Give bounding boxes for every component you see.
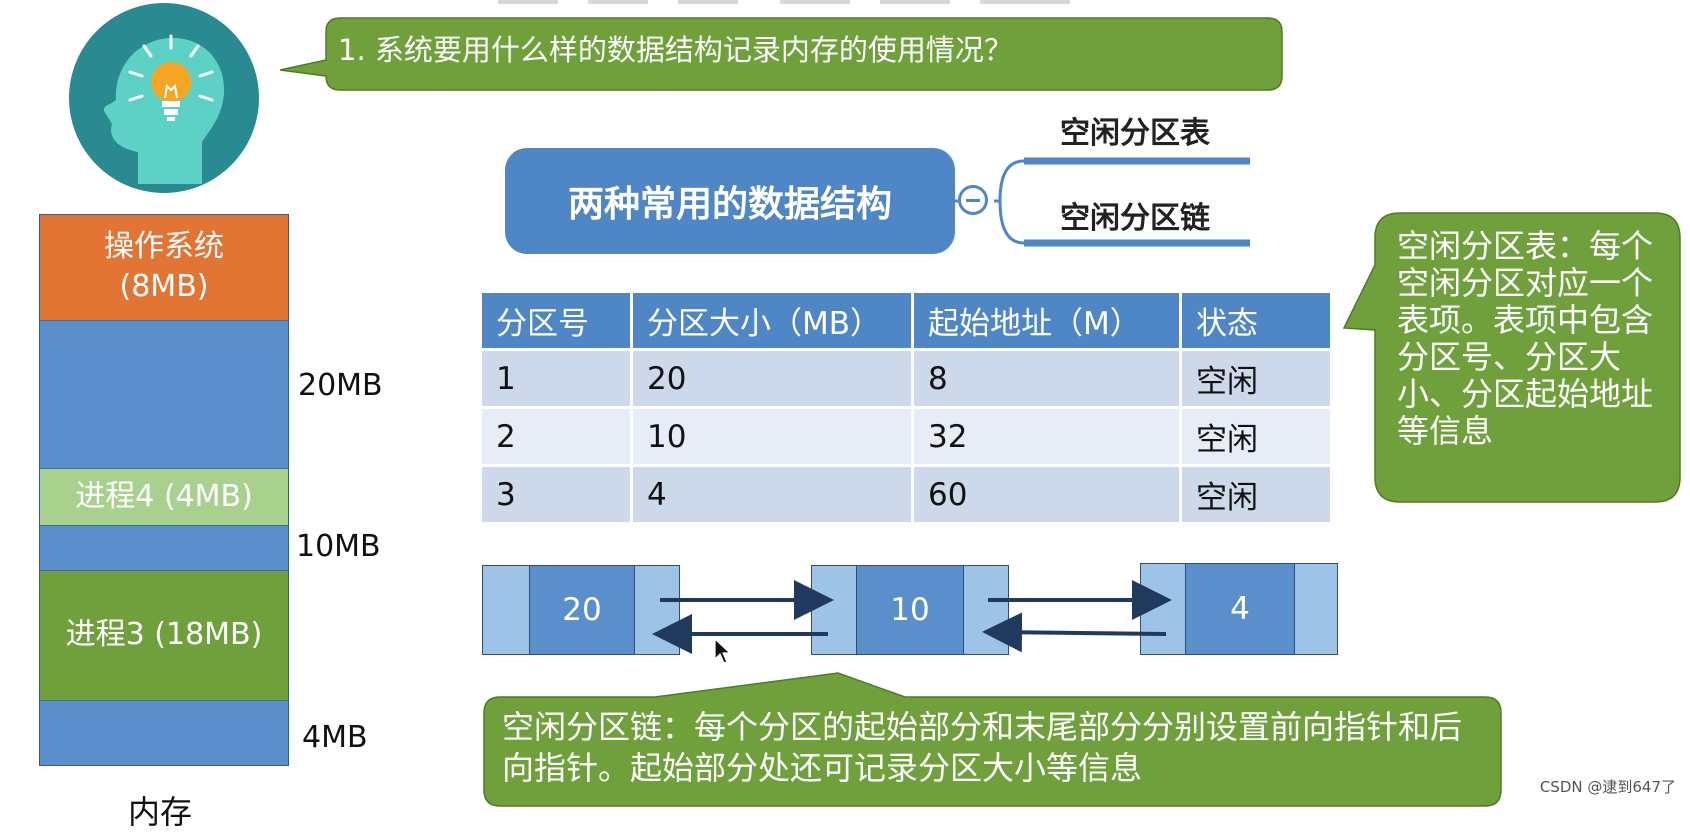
free-size-label: 20MB bbox=[298, 368, 383, 403]
question-text: 1. 系统要用什么样的数据结构记录内存的使用情况？ bbox=[338, 33, 1013, 67]
list-node-size: 4 bbox=[1185, 564, 1295, 654]
list-node: 10 bbox=[811, 565, 1009, 655]
mindmap-branch-chain: 空闲分区链 bbox=[1060, 201, 1210, 236]
memory-column: 操作系统 (8MB) 进程4 (4MB) 进程3 (18MB) bbox=[39, 214, 289, 766]
list-node-size: 10 bbox=[856, 566, 964, 654]
free-size-label: 10MB bbox=[296, 529, 381, 564]
mouse-cursor-icon bbox=[714, 638, 732, 664]
list-note-text: 空闲分区链：每个分区的起始部分和末尾部分分别设置前向指针和后向指针。起始部分处还… bbox=[502, 708, 1463, 787]
table-cell: 2 bbox=[482, 406, 633, 466]
table-cell: 空闲 bbox=[1180, 348, 1330, 408]
table-cell: 空闲 bbox=[1180, 464, 1330, 522]
table-row: 2 10 32 空闲 bbox=[482, 406, 1330, 466]
mindmap-branch-table: 空闲分区表 bbox=[1060, 116, 1210, 151]
table-cell: 4 bbox=[631, 464, 914, 522]
table-row: 1 20 8 空闲 bbox=[482, 348, 1330, 408]
memory-segment-free bbox=[40, 700, 288, 765]
collapse-toggle[interactable] bbox=[958, 185, 988, 215]
mindmap-root: 两种常用的数据结构 bbox=[505, 148, 955, 254]
table-cell: 3 bbox=[482, 464, 633, 522]
head-lightbulb-icon bbox=[68, 2, 260, 194]
top-remnant bbox=[588, 0, 648, 4]
table-cell: 1 bbox=[482, 348, 633, 408]
table-header-cell: 分区大小（MB） bbox=[631, 293, 914, 350]
free-size-label: 4MB bbox=[302, 720, 368, 755]
free-partition-table: 分区号 分区大小（MB） 起始地址（M） 状态 1 20 8 空闲 2 10 3… bbox=[482, 293, 1330, 522]
table-header-cell: 状态 bbox=[1180, 293, 1330, 350]
memory-segment-process4: 进程4 (4MB) bbox=[40, 468, 288, 525]
table-cell: 20 bbox=[631, 348, 914, 408]
table-cell: 空闲 bbox=[1180, 406, 1330, 466]
watermark: CSDN @逮到647了 bbox=[1539, 778, 1676, 796]
top-remnant bbox=[678, 0, 738, 4]
top-remnant bbox=[980, 0, 1070, 4]
table-cell: 8 bbox=[912, 348, 1182, 408]
table-note-text: 空闲分区表：每个空闲分区对应一个表项。表项中包含分区号、分区大小、分区起始地址等… bbox=[1397, 227, 1654, 450]
memory-segment-os: 操作系统 (8MB) bbox=[40, 215, 288, 320]
table-header-row: 分区号 分区大小（MB） 起始地址（M） 状态 bbox=[482, 293, 1330, 350]
list-node: 4 bbox=[1140, 563, 1338, 655]
table-cell: 60 bbox=[912, 464, 1182, 522]
memory-segment-free bbox=[40, 525, 288, 570]
list-node: 20 bbox=[482, 565, 680, 655]
top-remnant bbox=[498, 0, 558, 4]
table-header-cell: 起始地址（M） bbox=[912, 293, 1182, 350]
table-cell: 32 bbox=[912, 406, 1182, 466]
table-cell: 10 bbox=[631, 406, 914, 466]
top-remnant bbox=[780, 0, 850, 4]
memory-segment-free bbox=[40, 320, 288, 468]
table-row: 3 4 60 空闲 bbox=[482, 464, 1330, 522]
table-header-cell: 分区号 bbox=[482, 293, 633, 350]
top-remnant bbox=[880, 0, 950, 4]
memory-caption: 内存 bbox=[128, 793, 193, 831]
memory-segment-process3: 进程3 (18MB) bbox=[40, 570, 288, 700]
list-node-size: 20 bbox=[529, 566, 635, 654]
